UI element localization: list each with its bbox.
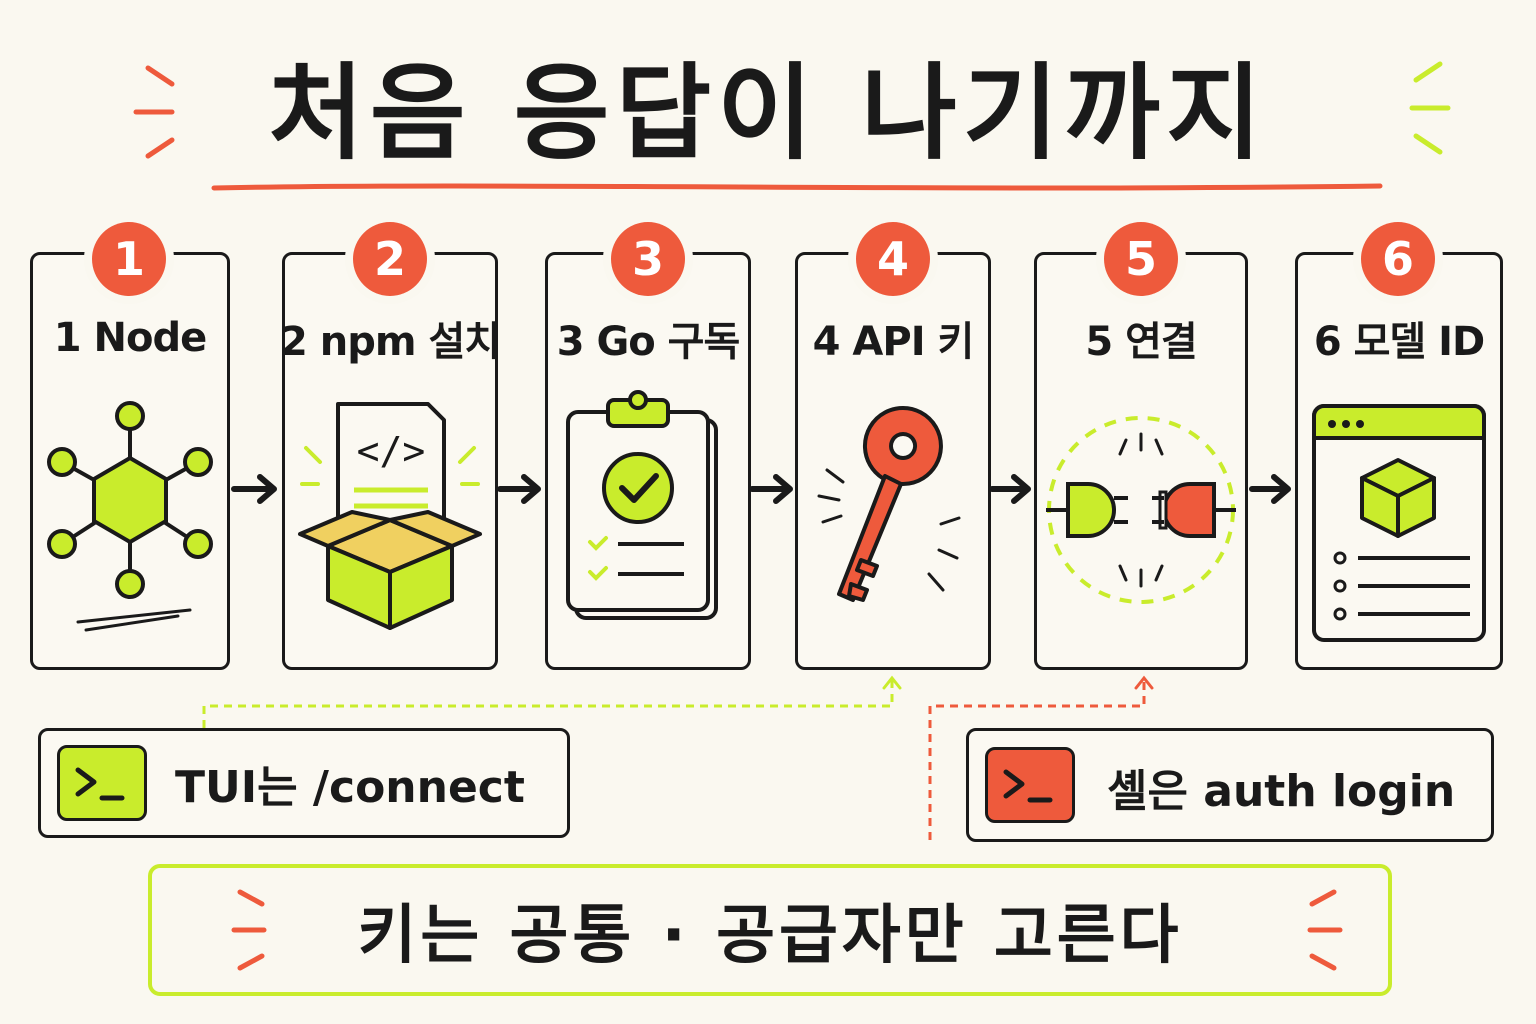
- footer-sparkle-left-icon: [231, 889, 267, 971]
- footer-sparkle-right-icon: [1307, 889, 1343, 971]
- tui-connect-note: TUI는 /connect: [38, 728, 570, 838]
- subscription-clipboard-icon: [566, 390, 718, 620]
- terminal-prompt-icon: [985, 747, 1075, 823]
- node-network-icon: [47, 401, 213, 632]
- connector-shell-to-step5: [928, 675, 1154, 840]
- shell-auth-note: 셸은 auth login: [966, 728, 1494, 842]
- flow-arrow-2-icon: [497, 474, 541, 504]
- title-sparkle-right-icon: [1409, 61, 1451, 155]
- step-badge-6: 6: [1361, 222, 1435, 296]
- flow-arrow-5-icon: [1249, 474, 1291, 504]
- step-card-connect: [1034, 252, 1248, 670]
- package-install-icon: </>: [298, 402, 482, 630]
- flow-arrow-1-icon: [231, 474, 277, 504]
- terminal-prompt-icon: [57, 745, 147, 821]
- shell-auth-text: 셸은 auth login: [1107, 766, 1456, 817]
- footer-text: 키는 공통 · 공급자만 고른다: [357, 899, 1183, 973]
- connector-tui-to-step4: [202, 675, 902, 728]
- step-label-3: 3 Go 구독: [556, 319, 741, 365]
- tui-connect-text: TUI는 /connect: [175, 762, 525, 813]
- title-sparkle-left-icon: [133, 65, 175, 159]
- step-badge-3: 3: [611, 222, 685, 296]
- flow-arrow-3-icon: [749, 474, 793, 504]
- step-label-2: 2 npm 설치: [279, 319, 501, 365]
- footer-banner: 키는 공통 · 공급자만 고른다: [148, 864, 1392, 996]
- step-badge-4: 4: [856, 222, 930, 296]
- step-badge-5: 5: [1104, 222, 1178, 296]
- model-window-icon: [1312, 404, 1486, 642]
- step-label-5: 5 연결: [1085, 319, 1197, 365]
- title-underline: [211, 183, 1383, 191]
- svg-text:</>: </>: [357, 429, 426, 473]
- step-badge-1: 1: [92, 222, 166, 296]
- step-label-6: 6 모델 ID: [1313, 319, 1485, 365]
- step-label-4: 4 API 키: [812, 319, 975, 365]
- flow-arrow-4-icon: [989, 474, 1031, 504]
- api-key-icon: [817, 406, 961, 602]
- page-title: 처음 응답이 나기까지: [268, 51, 1268, 174]
- step-badge-2: 2: [353, 222, 427, 296]
- plug-connection-icon: [1046, 416, 1236, 604]
- step-label-1: 1 Node: [53, 315, 207, 361]
